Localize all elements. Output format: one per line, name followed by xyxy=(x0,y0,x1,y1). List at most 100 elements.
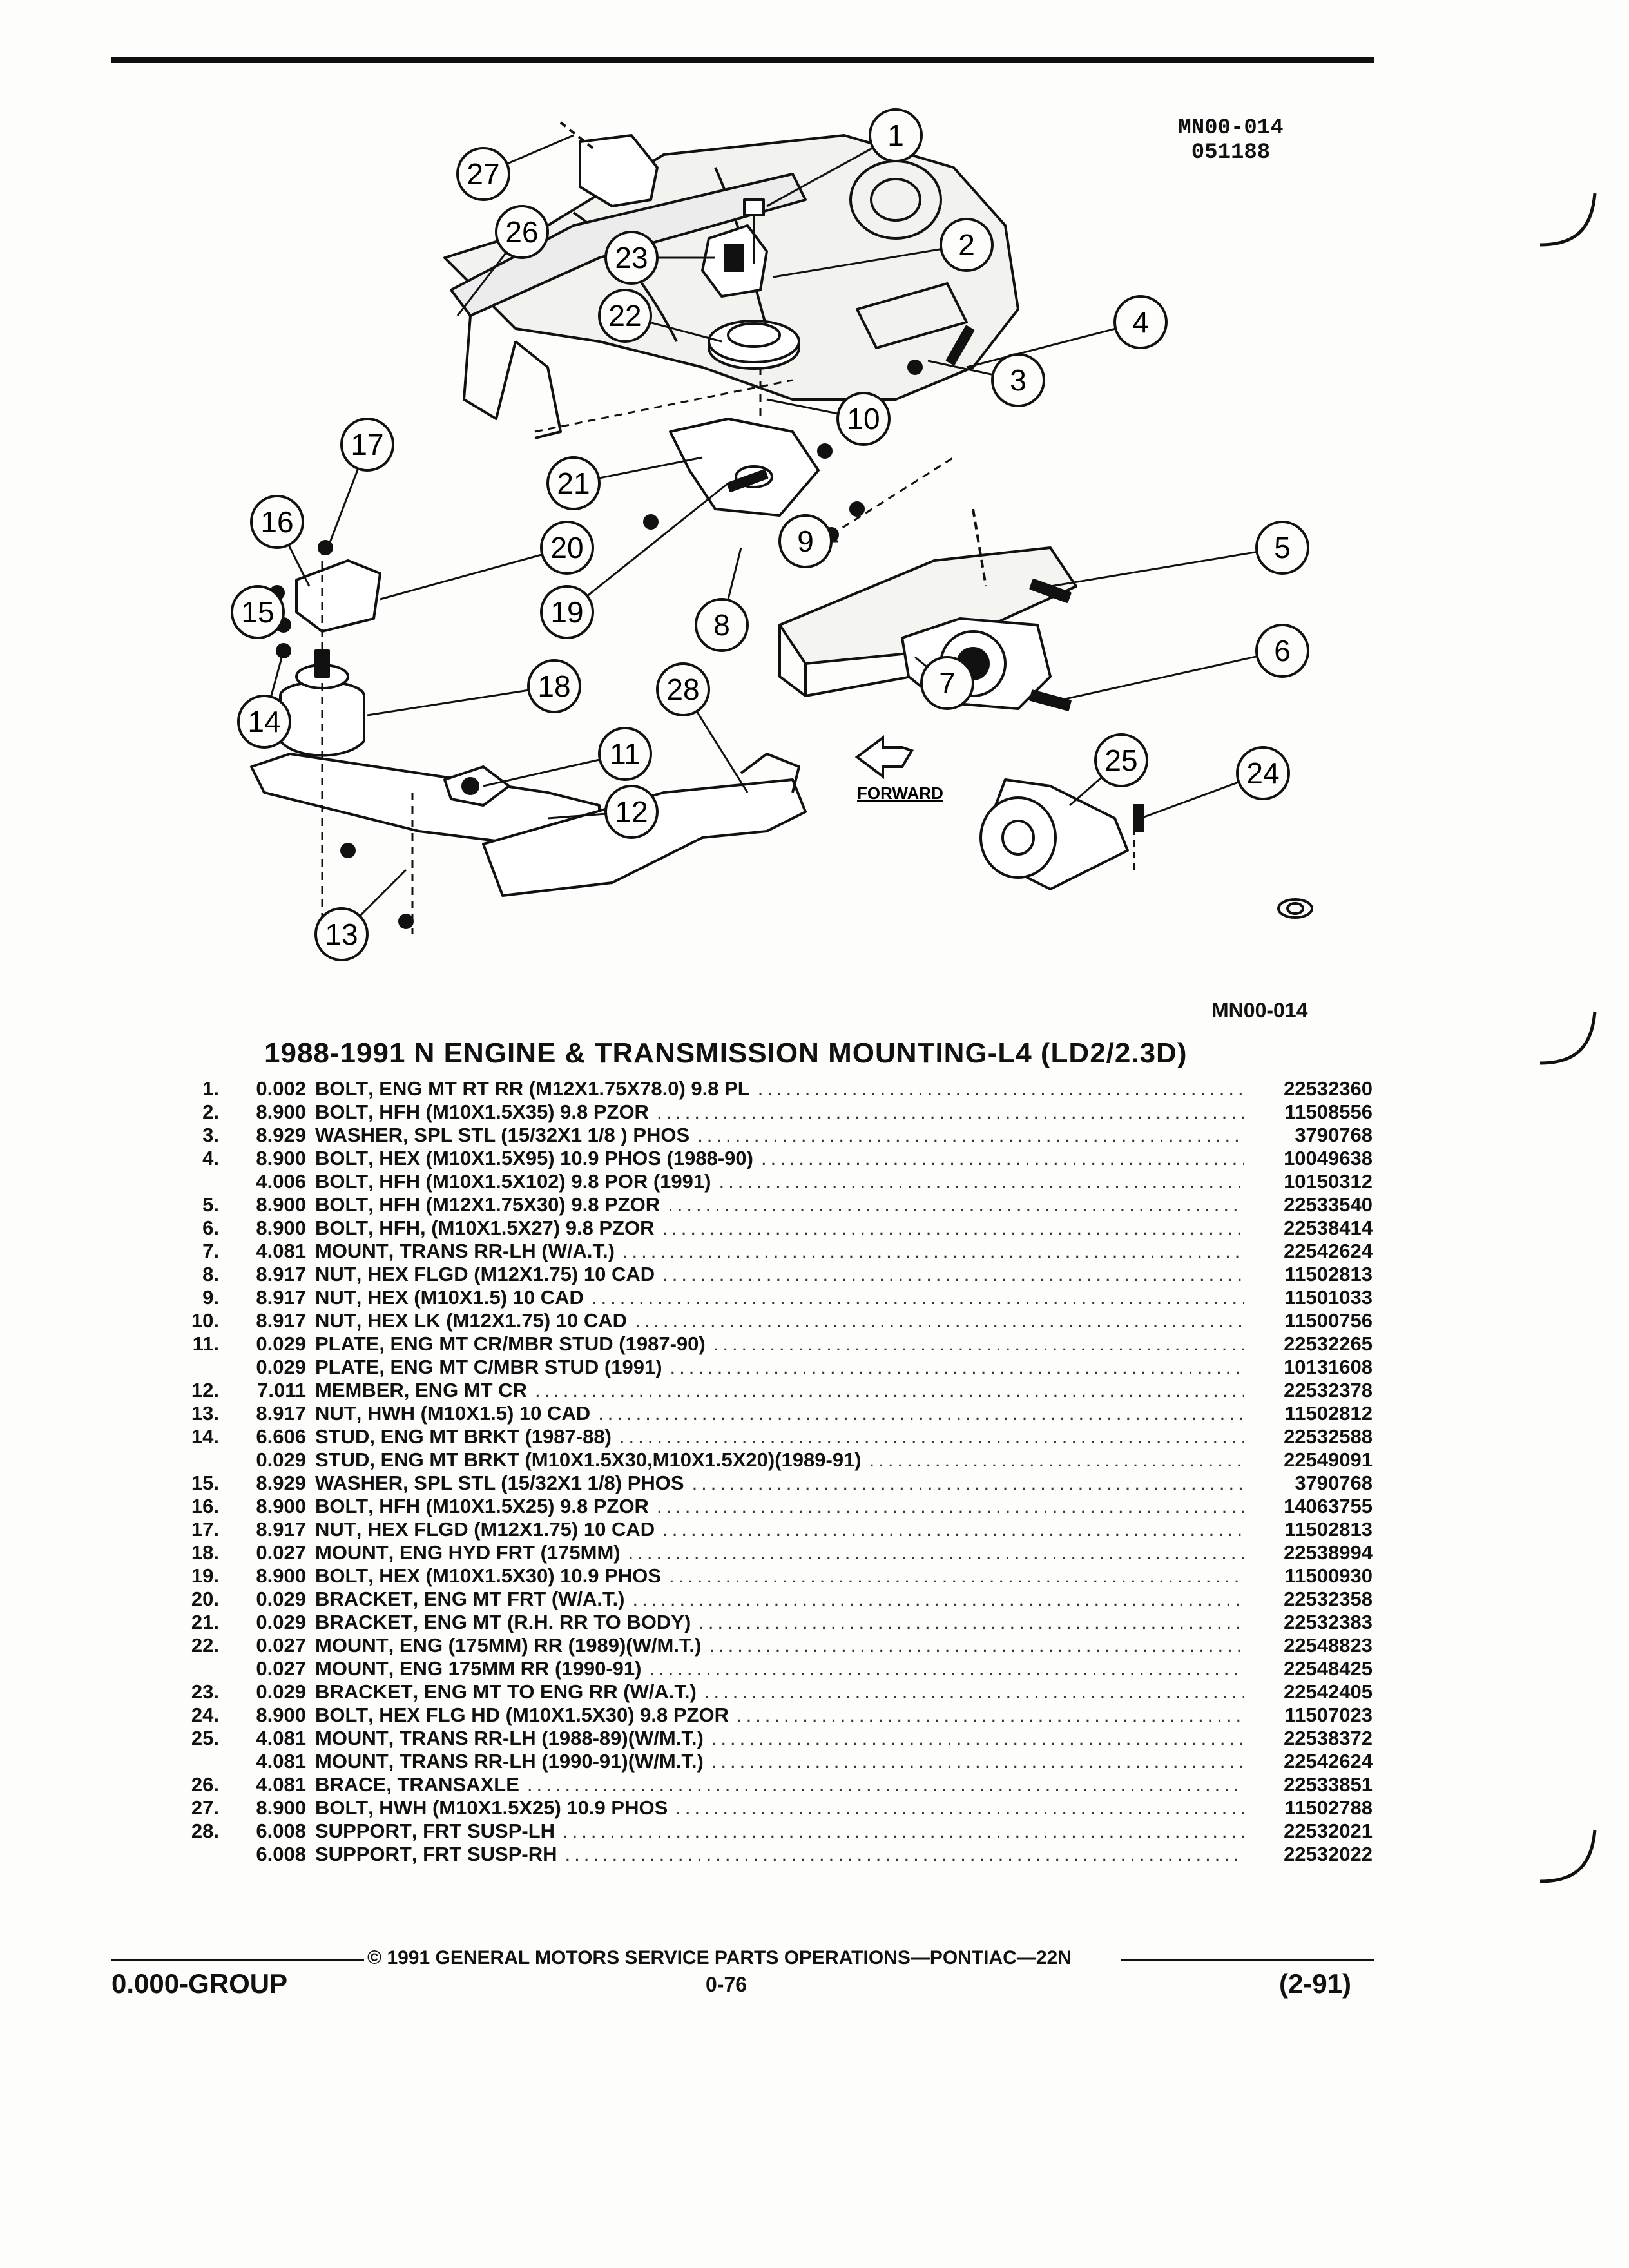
copyright-notice: © 1991 GENERAL MOTORS SERVICE PARTS OPER… xyxy=(367,1947,1072,1968)
part-name: MOUNT xyxy=(315,1727,389,1749)
part-description: STUD, ENG MT BRKT (1987-88).............… xyxy=(315,1425,1244,1448)
part-description: BRACKET, ENG MT (R.H. RR TO BODY).......… xyxy=(315,1611,1244,1634)
part-number: 22532022 xyxy=(1284,1843,1373,1865)
callout-23: 23 xyxy=(604,231,715,285)
callout-21: 21 xyxy=(546,456,703,510)
part-description: PLATE, ENG MT C/MBR STUD (1991).........… xyxy=(315,1356,1244,1379)
group-code: 6.606 xyxy=(256,1425,306,1448)
group-code: 8.900 xyxy=(256,1495,306,1517)
part-spec: , HFH (M10X1.5X35) 9.8 PZOR xyxy=(368,1100,649,1123)
part-description: BOLT, HWH (M10X1.5X25) 10.9 PHOS........… xyxy=(315,1796,1244,1820)
dot-leader: ........................................… xyxy=(675,1796,1244,1819)
callout-number: 1 xyxy=(887,119,904,152)
part-number: 22549091 xyxy=(1284,1448,1373,1471)
callout-number: 24 xyxy=(1246,756,1279,790)
dot-leader: ........................................… xyxy=(713,1332,1244,1355)
callout-number: 26 xyxy=(505,215,538,249)
forward-arrow-icon xyxy=(854,735,914,779)
callout-number: 5 xyxy=(1274,531,1291,564)
part-number: 3790768 xyxy=(1295,1472,1373,1494)
part-number: 22532021 xyxy=(1284,1820,1373,1842)
dot-leader: ........................................… xyxy=(670,1356,1244,1378)
part-spec: , FRT SUSP-LH xyxy=(411,1820,555,1842)
part-name: WASHER xyxy=(315,1472,403,1494)
part-description: BOLT, HFH (M12X1.75X30) 9.8 PZOR........… xyxy=(315,1193,1244,1216)
group-code: 8.900 xyxy=(256,1564,306,1587)
callout-22: 22 xyxy=(598,289,722,343)
part-name: STUD xyxy=(315,1425,370,1448)
part-number: 22542405 xyxy=(1284,1680,1373,1703)
part-name: BOLT xyxy=(315,1704,369,1726)
callout-27: 27 xyxy=(456,134,574,201)
part-name: NUT xyxy=(315,1402,356,1425)
item-number: 3. xyxy=(202,1124,219,1146)
binder-mark-icon xyxy=(1539,1829,1597,1883)
callout-circle xyxy=(869,108,923,162)
part-spec: , ENG HYD FRT (175MM) xyxy=(388,1541,621,1564)
callout-number: 10 xyxy=(847,402,880,436)
part-spec: , HEX (M10X1.5X30) 10.9 PHOS xyxy=(368,1564,661,1587)
part-description: BRACE, TRANSAXLE........................… xyxy=(315,1773,1244,1796)
part-description: BOLT, HEX (M10X1.5X30) 10.9 PHOS........… xyxy=(315,1564,1244,1588)
group-code: 8.900 xyxy=(256,1193,306,1216)
group-code: 4.081 xyxy=(256,1773,306,1796)
item-number: 26. xyxy=(191,1773,219,1796)
dot-leader: ........................................… xyxy=(656,1100,1244,1123)
callout-circle xyxy=(920,656,974,710)
callout-leader xyxy=(966,321,1141,369)
callout-circle xyxy=(695,598,749,652)
part-number: 11500756 xyxy=(1284,1309,1373,1332)
callout-number: 16 xyxy=(260,505,293,539)
binder-mark-icon xyxy=(1539,193,1597,247)
callout-circle xyxy=(231,585,285,639)
callout-leader xyxy=(773,244,967,278)
part-number: 22538994 xyxy=(1284,1541,1373,1564)
callout-number: 8 xyxy=(713,608,730,642)
group-code: 0.027 xyxy=(256,1657,306,1680)
part-description: NUT, HEX FLGD (M12X1.75) 10 CAD.........… xyxy=(315,1518,1244,1541)
part-name: BRACE xyxy=(315,1773,387,1796)
part-spec: , TRANSAXLE xyxy=(386,1773,519,1796)
part-number: 11502812 xyxy=(1284,1402,1373,1425)
part-number: 11502813 xyxy=(1284,1518,1373,1541)
gm-mark-icon xyxy=(1277,898,1313,919)
part-name: MOUNT xyxy=(315,1750,389,1773)
callout-2: 2 xyxy=(773,218,994,278)
dot-leader: ........................................… xyxy=(662,1263,1244,1285)
callout-number: 3 xyxy=(1010,363,1027,397)
group-label: 0.000-GROUP xyxy=(111,1968,288,1999)
item-number: 21. xyxy=(191,1611,219,1633)
callout-1: 1 xyxy=(766,108,923,207)
item-number: 28. xyxy=(191,1820,219,1842)
binder-mark-icon xyxy=(1539,1011,1597,1065)
item-number xyxy=(168,1843,232,1866)
part-spec: , ENG 175MM RR (1990-91) xyxy=(388,1657,642,1680)
part-name: BRACKET xyxy=(315,1588,413,1610)
group-code: 8.900 xyxy=(256,1216,306,1239)
part-spec: , SPL STL (15/32X1 1/8) PHOS xyxy=(403,1472,684,1494)
callout-number: 13 xyxy=(325,918,358,951)
part-number: 22532588 xyxy=(1284,1425,1373,1448)
callout-number: 15 xyxy=(241,595,274,629)
item-number: 23. xyxy=(191,1680,219,1703)
part-description: STUD, ENG MT BRKT (M10X1.5X30,M10X1.5X20… xyxy=(315,1448,1244,1472)
dot-leader: ........................................… xyxy=(704,1680,1244,1703)
part-spec: , HFH, (M10X1.5X27) 9.8 PZOR xyxy=(368,1216,655,1239)
dot-leader: ........................................… xyxy=(718,1170,1244,1193)
dot-leader: ........................................… xyxy=(563,1820,1244,1842)
group-code: 0.027 xyxy=(256,1541,306,1564)
callout-circle xyxy=(314,907,369,961)
item-number: 12. xyxy=(191,1379,219,1401)
item-number: 2. xyxy=(202,1100,219,1123)
dot-leader: ........................................… xyxy=(711,1750,1244,1773)
group-code: 0.029 xyxy=(256,1356,306,1378)
callout-circle xyxy=(456,147,510,201)
dot-leader: ........................................… xyxy=(711,1727,1244,1749)
part-description: MOUNT, TRANS RR-LH (1990-91)(W/M.T.)....… xyxy=(315,1750,1244,1773)
